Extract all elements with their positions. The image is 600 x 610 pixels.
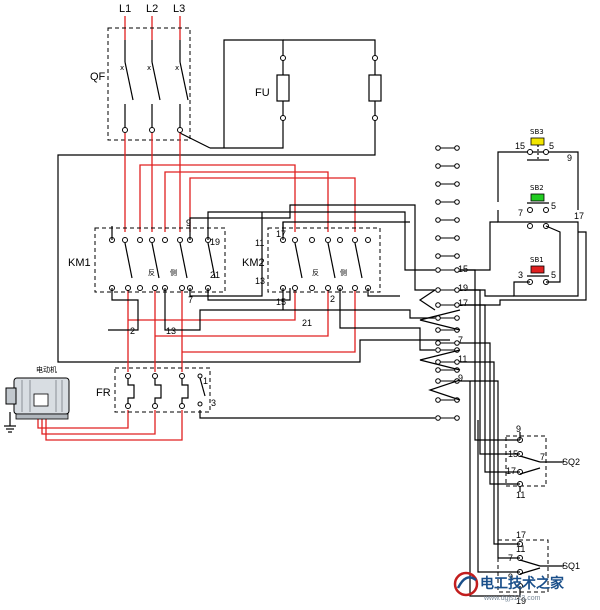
svg-text:x: x <box>120 64 124 72</box>
tb-wire-15: 15 <box>458 264 468 274</box>
watermark: 电工技术之家 www.dgjs123.com <box>453 571 565 602</box>
sq2-wire-17: 17 <box>506 466 516 476</box>
km1-wire-2: 2 <box>130 326 135 336</box>
power-lines: L1 L2 L3 <box>119 3 185 40</box>
km1-wire-7: 7 <box>188 295 193 305</box>
sb1-button <box>530 265 545 274</box>
terminal-row <box>435 347 460 353</box>
power-wiring <box>37 133 356 441</box>
terminal-row <box>435 253 460 259</box>
km2-aux-b: 侧 <box>340 268 347 277</box>
label-fr: FR <box>96 387 111 399</box>
watermark-title: 电工技术之家 <box>480 575 565 592</box>
km1-wire-21: 21 <box>210 270 220 280</box>
sb2-wire-5: 5 <box>551 201 556 211</box>
sq2-wire-7: 7 <box>540 452 545 462</box>
terminal-row <box>435 315 460 321</box>
label-sq1: SQ1 <box>562 561 580 571</box>
sb3-button <box>530 137 545 146</box>
terminal-row <box>435 199 460 205</box>
control-wiring <box>108 204 435 419</box>
contactor-km1: KM1 反 侧 9 19 21 7 2 13 <box>68 218 226 336</box>
sq1-wire-11: 11 <box>516 544 525 554</box>
terminal-row <box>435 181 460 187</box>
terminal-row <box>435 163 460 169</box>
tb-wire-9: 9 <box>458 373 463 383</box>
km2-wire-21: 21 <box>302 318 312 328</box>
svg-text:x: x <box>175 64 179 72</box>
km2-wire-11: 11 <box>255 238 264 248</box>
thermal-relay-fr: FR 1 3 <box>96 367 216 413</box>
sb2-button <box>530 193 545 202</box>
km2-wire-2: 2 <box>330 294 335 304</box>
tb-wire-11: 11 <box>458 354 467 364</box>
sq2-wire-11: 11 <box>516 490 525 500</box>
terminal-row <box>435 145 460 151</box>
terminal-row <box>435 287 460 293</box>
km1-aux-a: 反 <box>148 268 155 277</box>
label-l3: L3 <box>173 3 185 15</box>
label-sq2: SQ2 <box>562 457 580 467</box>
km1-wire-9: 9 <box>186 218 191 228</box>
watermark-logo-icon <box>453 571 479 597</box>
tb-wire-7: 7 <box>458 335 463 345</box>
breaker-qf: QF x x x <box>90 27 191 141</box>
label-l1: L1 <box>119 3 131 15</box>
terminal-block: 15 19 17 7 11 9 <box>418 145 468 421</box>
sq1-wire-19: 19 <box>516 596 526 606</box>
svg-text:5: 5 <box>549 141 554 151</box>
button-station: SB3 15 9 5 SB2 7 5 17 SB1 3 5 <box>460 128 587 306</box>
label-sb2: SB2 <box>530 184 544 192</box>
km2-wire-15: 15 <box>276 297 286 307</box>
km2-wire-17: 17 <box>276 229 286 239</box>
contactor-km2: KM2 反 侧 11 17 13 15 2 21 <box>242 227 381 328</box>
sb2-wire-17: 17 <box>574 211 584 221</box>
label-l2: L2 <box>146 3 158 15</box>
km1-wire-13: 13 <box>166 326 176 336</box>
terminal-row <box>435 359 460 365</box>
sq1-wire-9: 9 <box>508 572 513 582</box>
limit-switch-leads <box>460 269 521 597</box>
svg-text:x: x <box>147 64 151 72</box>
terminal-row <box>435 302 460 308</box>
label-qf: QF <box>90 71 106 83</box>
sb3-wire-9: 9 <box>567 153 572 163</box>
label-sb3: SB3 <box>530 128 544 136</box>
km2-aux-a: 反 <box>312 268 319 277</box>
fr-wire-1: 1 <box>203 376 208 386</box>
km2-wire-13: 13 <box>255 276 265 286</box>
watermark-url: www.dgjs123.com <box>483 595 541 602</box>
terminal-row <box>435 217 460 223</box>
terminal-row <box>435 267 460 273</box>
terminal-row <box>435 235 460 241</box>
fr-wire-3: 3 <box>211 398 216 408</box>
tb-wire-17: 17 <box>458 298 468 308</box>
terminal-row <box>435 340 460 346</box>
sb1-wire-5: 5 <box>551 270 556 280</box>
motor: 电动机 <box>4 365 70 433</box>
label-km1: KM1 <box>68 257 91 269</box>
motor-label: 电动机 <box>36 365 57 374</box>
sb2-wire-7: 7 <box>518 208 523 218</box>
terminal-row <box>435 378 460 384</box>
limit-switch-sq2: SQ2 9 15 17 7 11 <box>505 424 580 500</box>
tb-wire-19: 19 <box>458 283 468 293</box>
label-km2: KM2 <box>242 257 265 269</box>
label-sb1: SB1 <box>530 256 544 264</box>
sq1-wire-17: 17 <box>516 530 526 540</box>
sq2-wire-9: 9 <box>516 424 521 434</box>
fuse-fu: FU <box>57 39 450 363</box>
sb3-wire-15: 15 <box>515 141 525 151</box>
label-fu: FU <box>255 87 270 99</box>
km1-wire-19: 19 <box>210 237 220 247</box>
sb1-wire-3: 3 <box>518 270 523 280</box>
terminal-row <box>435 415 460 421</box>
km1-aux-b: 侧 <box>170 268 177 277</box>
